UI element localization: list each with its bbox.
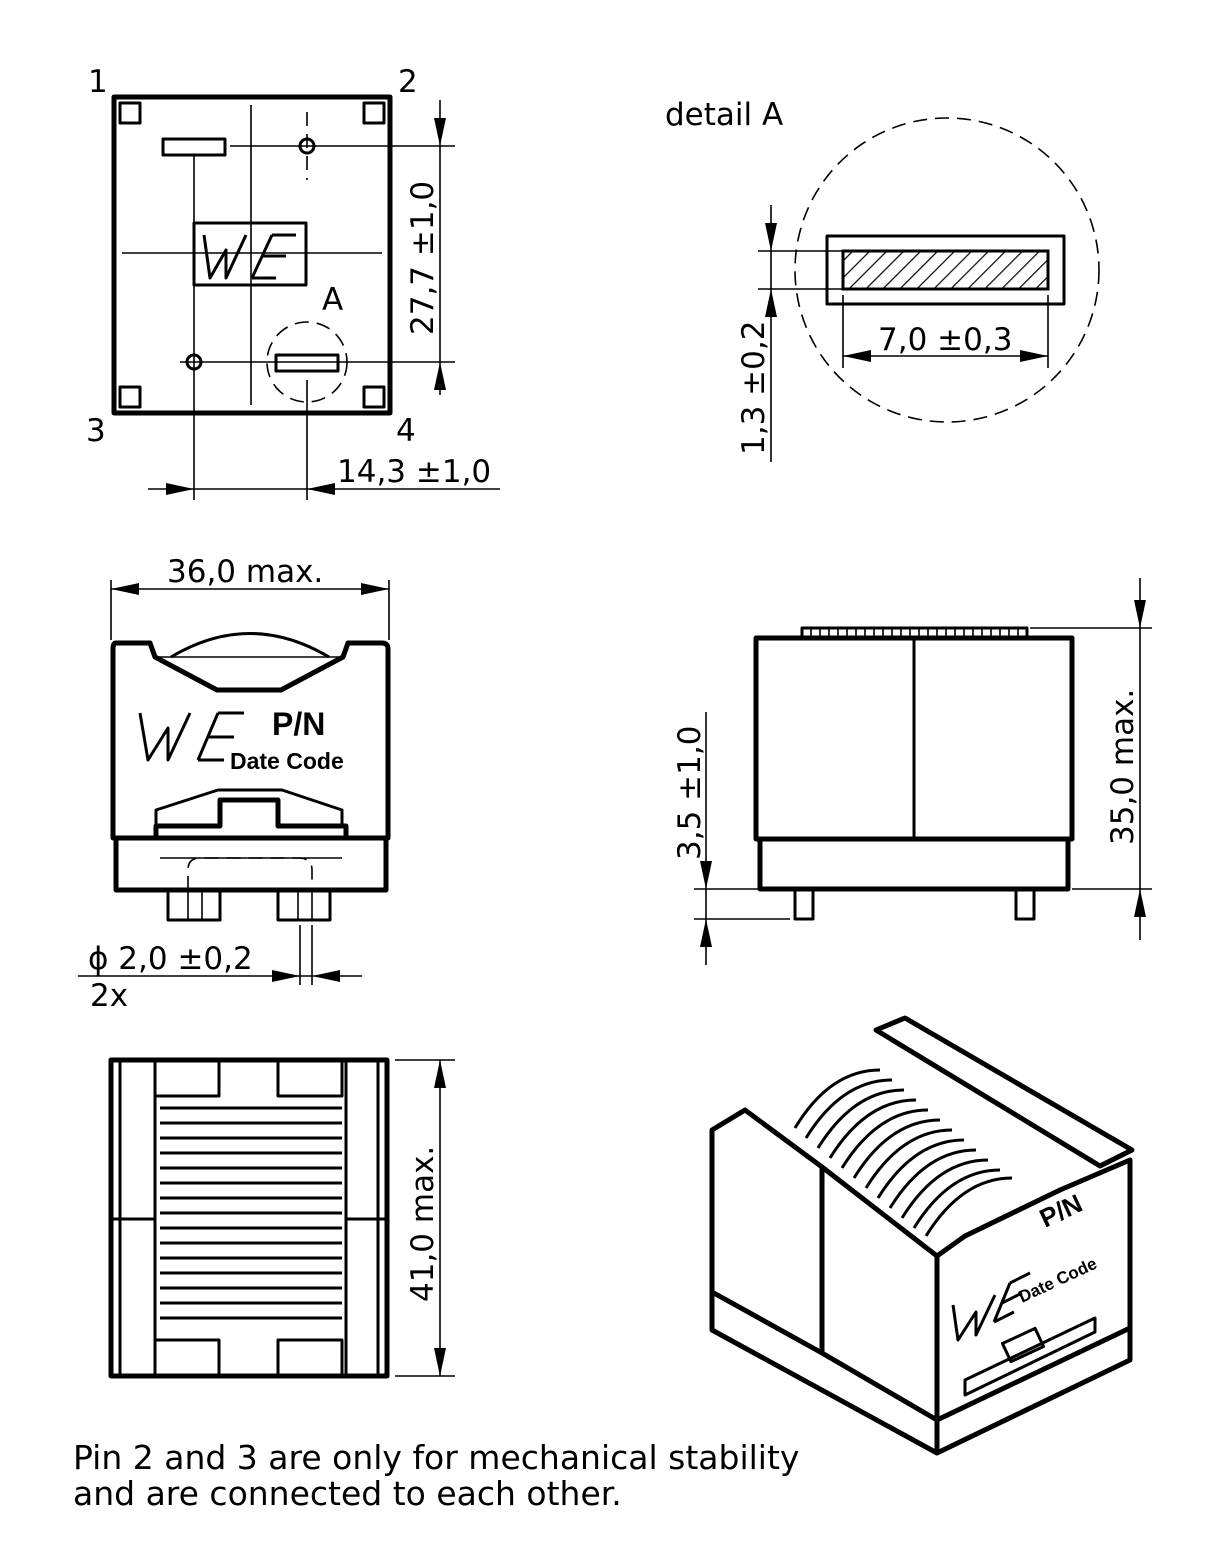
iso-base-notch bbox=[963, 1316, 1097, 1397]
iso-marking-date-code: Date Code bbox=[1016, 1254, 1100, 1307]
dim-top-width: 14,3 ±1,0 bbox=[337, 454, 491, 490]
iso-left-housing bbox=[709, 1107, 825, 1356]
dimension-arrow bbox=[307, 483, 335, 495]
hidden-pin-bend bbox=[187, 857, 313, 890]
bottom-view: 41,0 max. bbox=[108, 1057, 455, 1379]
pin-count: 2x bbox=[90, 978, 128, 1014]
dimension-arrow bbox=[111, 583, 139, 595]
dimension-arrow bbox=[1020, 350, 1048, 362]
dimension-arrow bbox=[272, 970, 300, 982]
side-view: 35,0 max. 3,5 ±1,0 bbox=[672, 578, 1152, 965]
dim-front-width: 36,0 max. bbox=[167, 554, 323, 590]
bottom-terminal bbox=[153, 1058, 221, 1098]
pin-label-2: 2 bbox=[398, 64, 418, 100]
pin-label-4: 4 bbox=[396, 413, 416, 449]
bottom-terminal bbox=[153, 1338, 221, 1378]
we-logo-icon bbox=[202, 233, 296, 280]
side-pin bbox=[1014, 887, 1036, 921]
detail-pad-hatched bbox=[841, 249, 1050, 291]
iso-right-housing bbox=[820, 1165, 940, 1423]
coil-arc bbox=[170, 632, 330, 659]
dimension-arrow bbox=[765, 289, 777, 317]
dimension-arrow bbox=[765, 223, 777, 251]
front-view: 36,0 max. P/N Date Code ϕ 2,0 ±0,2 2x bbox=[78, 554, 391, 1014]
marking-pn: P/N bbox=[272, 706, 325, 742]
dimension-arrow bbox=[843, 350, 871, 362]
dimension-arrow bbox=[361, 583, 389, 595]
dimension-arrow bbox=[312, 970, 340, 982]
bottom-winding bbox=[160, 1106, 342, 1320]
side-base bbox=[757, 836, 1071, 892]
dimension-arrow bbox=[166, 483, 194, 495]
note: Pin 2 and 3 are only for mechanical stab… bbox=[73, 1438, 799, 1513]
dim-standoff: 3,5 ±1,0 bbox=[672, 726, 708, 860]
dim-bottom-length: 41,0 max. bbox=[405, 1146, 441, 1302]
we-logo-icon bbox=[951, 1271, 1031, 1342]
dim-top-height: 27,7 ±1,0 bbox=[405, 181, 441, 335]
dim-pin-diameter: ϕ 2,0 ±0,2 bbox=[88, 941, 253, 977]
front-base-block bbox=[113, 835, 389, 893]
corner-pad bbox=[118, 101, 142, 125]
detail-a-view: detail A 1,3 ±0,2 7,0 ±0,3 bbox=[665, 97, 1100, 462]
base-notch bbox=[154, 788, 344, 826]
we-logo-icon bbox=[138, 711, 244, 762]
dim-pad-length: 7,0 ±0,3 bbox=[878, 322, 1012, 358]
iso-terminal bbox=[1000, 1326, 1046, 1364]
dimension-arrow bbox=[1134, 600, 1146, 628]
dimension-arrow bbox=[700, 861, 712, 889]
dimension-arrow bbox=[434, 1348, 446, 1376]
note-line-2: and are connected to each other. bbox=[73, 1474, 622, 1513]
detail-title: detail A bbox=[665, 97, 783, 133]
iso-base bbox=[709, 1292, 1133, 1456]
side-pin bbox=[793, 887, 815, 921]
we-logo-box bbox=[192, 221, 308, 287]
isometric-view: P/N Date Code bbox=[709, 1015, 1135, 1456]
dimension-arrow bbox=[434, 362, 446, 390]
top-view-outline bbox=[111, 94, 393, 416]
top-view: A 1 2 3 4 27,7 ±1,0 14,3 ±1,0 bbox=[86, 64, 500, 500]
dimension-arrow bbox=[700, 919, 712, 947]
iso-marking-pn: P/N bbox=[1035, 1188, 1087, 1234]
marking-date-code: Date Code bbox=[230, 748, 344, 774]
corner-pad bbox=[362, 385, 386, 409]
detail-pad-outline bbox=[825, 234, 1066, 306]
front-housing-outline bbox=[110, 640, 391, 841]
iso-top-rim bbox=[873, 1015, 1135, 1169]
dimension-arrow bbox=[434, 1060, 446, 1088]
dimension-arrow bbox=[434, 118, 446, 146]
bottom-terminal bbox=[276, 1058, 344, 1098]
note-line-1: Pin 2 and 3 are only for mechanical stab… bbox=[73, 1438, 799, 1477]
detail-circle bbox=[794, 117, 1100, 423]
pin-label-1: 1 bbox=[88, 64, 108, 100]
detail-marker: A bbox=[322, 282, 343, 318]
dim-side-height: 35,0 max. bbox=[1105, 689, 1141, 845]
pin-label-3: 3 bbox=[86, 413, 106, 449]
detail-a-circle bbox=[266, 321, 348, 403]
front-pin bbox=[166, 888, 222, 922]
corner-pad bbox=[362, 101, 386, 125]
front-pin bbox=[276, 888, 332, 922]
iso-winding bbox=[793, 1068, 1013, 1237]
bottom-terminal bbox=[276, 1338, 344, 1378]
corner-pad bbox=[118, 385, 142, 409]
terminal-pad-1 bbox=[161, 137, 227, 157]
dimension-arrow bbox=[1134, 889, 1146, 917]
terminal-pad-4 bbox=[274, 353, 340, 373]
iso-front-face bbox=[935, 1157, 1133, 1423]
side-winding-ticks bbox=[810, 628, 1019, 638]
dim-pad-width: 1,3 ±0,2 bbox=[736, 321, 772, 455]
